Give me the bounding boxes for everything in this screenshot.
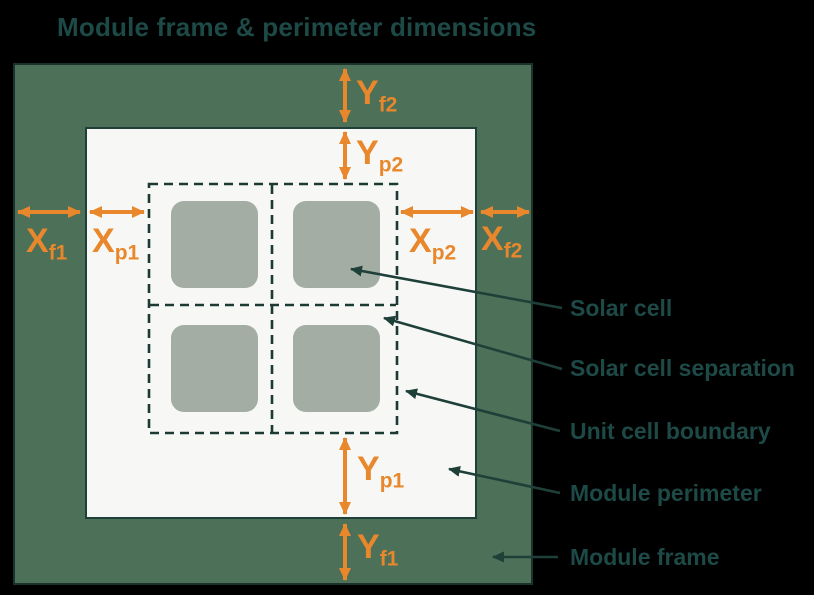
diagram-title: Module frame & perimeter dimensions [57, 12, 537, 42]
xp1-label-sub: p1 [114, 241, 140, 265]
yf2-label-main: Y [356, 74, 379, 112]
yp1-label-sub: p1 [379, 469, 405, 493]
xf2-label: Xf2 [481, 222, 522, 261]
xp1-label-main: X [92, 222, 115, 260]
legend-solar-cell: Solar cell [570, 295, 673, 321]
solar-cell-bottom-left [171, 325, 258, 412]
yp1-label-main: Y [357, 450, 380, 488]
legend-unit-cell-boundary: Unit cell boundary [570, 418, 771, 444]
legend-module-perimeter: Module perimeter [570, 480, 762, 506]
xf1-label-sub: f1 [48, 241, 68, 265]
xf2-label-sub: f2 [503, 239, 523, 263]
xp1-label: Xp1 [92, 224, 139, 263]
xp2-label-sub: p2 [431, 241, 457, 265]
xf2-label-main: X [481, 220, 504, 258]
yf2-label-sub: f2 [378, 93, 398, 117]
yp1-label: Yp1 [357, 452, 404, 491]
legend-solar-cell-separation: Solar cell separation [570, 355, 795, 381]
yp2-label: Yp2 [356, 136, 403, 175]
solar-cell-bottom-right [293, 325, 380, 412]
module-perimeter-region [85, 127, 477, 519]
yp2-label-sub: p2 [378, 153, 404, 177]
solar-cell-top-left [171, 201, 258, 288]
yf1-label-main: Y [357, 528, 380, 566]
legend-module-frame: Module frame [570, 544, 720, 570]
solar-cell-top-right [293, 201, 380, 288]
yf1-label-sub: f1 [379, 547, 399, 571]
xf1-label-main: X [26, 222, 49, 260]
yp2-label-main: Y [356, 134, 379, 172]
xp2-label: Xp2 [409, 224, 456, 263]
xp2-label-main: X [409, 222, 432, 260]
xf1-label: Xf1 [26, 224, 67, 263]
yf1-label: Yf1 [357, 530, 398, 569]
yf2-label: Yf2 [356, 76, 397, 115]
